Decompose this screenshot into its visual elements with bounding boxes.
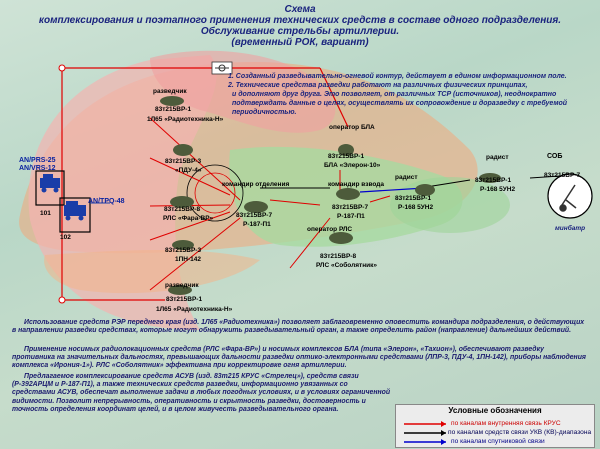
pdu-code: 83т215ВР-3 [165, 158, 202, 165]
radio-operator-1-device: Р-168 5УН2 [398, 204, 434, 211]
legend-item-satellite: по каналам спутниковой связи [451, 438, 545, 445]
title-line-4: (временный РОК, вариант) [231, 37, 369, 48]
zone-orange-lower [44, 250, 260, 294]
platoon-commander-label: командир взвода [328, 181, 384, 188]
legend-item-krus: по каналам внутренняя связь КРУС [451, 420, 561, 427]
uav-device: БЛА «Элерон-10» [324, 162, 381, 169]
platoon-commander-device: Р-187-П1 [337, 213, 365, 220]
sob-label: СОБ [547, 153, 563, 160]
section-commander-label: командир отделения [222, 181, 290, 188]
pdu-device: «ПДУ-4» [175, 167, 202, 174]
sob-code: 83т215ВР-7 [544, 172, 581, 179]
antenna-icon [211, 61, 233, 75]
section-commander-device: Р-187-П1 [243, 221, 271, 228]
legend-swatches [404, 421, 446, 445]
mortar-icon [559, 184, 577, 212]
fara-code: 83т215ВР-8 [164, 206, 201, 213]
radio-operator-2-device: Р-168 5УН2 [480, 186, 516, 193]
soldier-icon [338, 144, 354, 156]
section-commander-code: 83т215ВР-7 [236, 212, 273, 219]
scout-bottom-device: 1Л65 «Радиотехника-Н» [156, 306, 233, 313]
soldier-icon [160, 96, 184, 106]
mortar-battery-circle [547, 173, 593, 219]
soldier-icon [170, 196, 194, 208]
frame-node-bl [58, 296, 66, 304]
scout-top-label: разведчик [153, 88, 187, 95]
radio-net-inner [194, 172, 236, 214]
scout-top-code: 83т215ВР-1 [155, 106, 192, 113]
enemy-unit-102: 102 [60, 234, 71, 241]
legend-title: Условные обозначения [448, 406, 542, 415]
radar-code: 83т215ВР-8 [320, 253, 357, 260]
radio-operator-2-code: 83т215ВР-1 [475, 177, 512, 184]
scout-top-device: 1Л65 «Радиотехника-Н» [147, 116, 224, 123]
pn-device: 1ПН-142 [175, 256, 201, 263]
enemy-radar-1: AN/PRS-25 [19, 157, 56, 164]
soldier-icon [415, 184, 435, 196]
uav-code: 83т215ВР-1 [328, 153, 365, 160]
platoon-commander-code: 83т215ВР-7 [332, 204, 369, 211]
title-line-2: комплексирования и поэтапного применения… [38, 15, 562, 26]
soldier-icon [173, 144, 193, 156]
soldier-icon [168, 285, 192, 295]
paragraph-1: Использование средств РЭР переднего края… [12, 319, 585, 335]
radio-net-circle [186, 164, 244, 222]
satellite-link [359, 187, 426, 193]
note-2: 2. Технические средства разведки работаю… [228, 82, 528, 89]
scout-bottom-code: 83т215ВР-1 [166, 296, 203, 303]
legend-item-ukv: по каналам средств связи УКВ (КВ)-диапаз… [448, 429, 592, 436]
pn-code: 83т215ВР-3 [165, 247, 202, 254]
legend: Условные обозначения по каналам внутренн… [395, 404, 595, 448]
fara-device: РЛС «Фара-ВР» [163, 215, 214, 222]
enemy-radar-2: AN/VRS-12 [19, 165, 56, 172]
soldier-icon [244, 201, 268, 213]
enemy-radar-3: AN/TPQ-48 [88, 198, 125, 205]
note-4: подтверждать данные о целях, осуществлят… [232, 100, 568, 107]
radar-device: РЛС «Соболятник» [316, 262, 377, 269]
soldier-icon [329, 232, 353, 244]
enemy-unit-101: 101 [40, 210, 51, 217]
frame-node-tl [58, 64, 66, 72]
uav-operator-label: оператор БЛА [329, 124, 375, 131]
radio-operator-1-label: радист [395, 174, 418, 181]
soldier-icon [172, 240, 194, 250]
mortar-battery-label: минбатр [555, 225, 586, 232]
paragraph-3: Предлагаемое комплексирование средств АС… [12, 373, 391, 413]
radio-operator-2-label: радист [486, 154, 509, 161]
enemy-vehicles [35, 170, 110, 233]
soldier-icon [479, 173, 501, 183]
zone-pink-top [150, 50, 336, 133]
radio-operator-1-code: 83т215ВР-1 [395, 195, 432, 202]
radar-operator-label: оператор РЛС [307, 226, 353, 233]
note-3: и дополняют друг друга. Это позволяет, о… [232, 91, 557, 98]
title-line-1: Схема [284, 4, 316, 15]
note-1: 1. Созданный разведывательно-огневой кон… [228, 73, 567, 80]
note-5: периодичностью. [232, 109, 297, 116]
title-line-3: Обслуживание стрельбы артиллерии. [200, 26, 400, 37]
paragraph-2: Применение носимых радиолокационных сред… [12, 346, 586, 370]
scout-bottom-label: разведчик [165, 282, 199, 289]
soldier-icon [336, 188, 360, 200]
